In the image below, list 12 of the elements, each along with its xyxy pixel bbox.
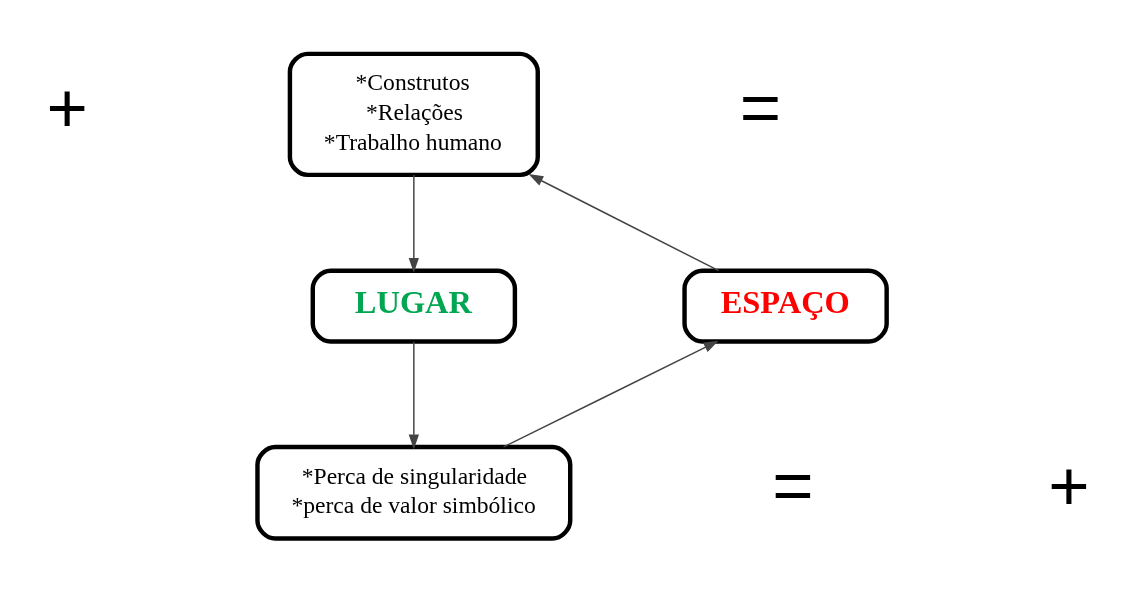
node-box: LUGAR	[310, 268, 518, 344]
arrow	[502, 340, 719, 448]
arrow	[528, 174, 720, 272]
node-box: *Construtos *Relações *Trabalho humano	[287, 51, 540, 178]
label: +	[46, 67, 88, 147]
node-box: *Perca de singularidade *perca de valor simbólico	[255, 444, 573, 541]
arrow	[408, 341, 419, 450]
arrow	[408, 174, 419, 273]
label: =	[739, 67, 782, 147]
label: +	[1048, 446, 1090, 526]
node-box: ESPAÇO	[682, 268, 889, 344]
label: =	[772, 446, 814, 526]
